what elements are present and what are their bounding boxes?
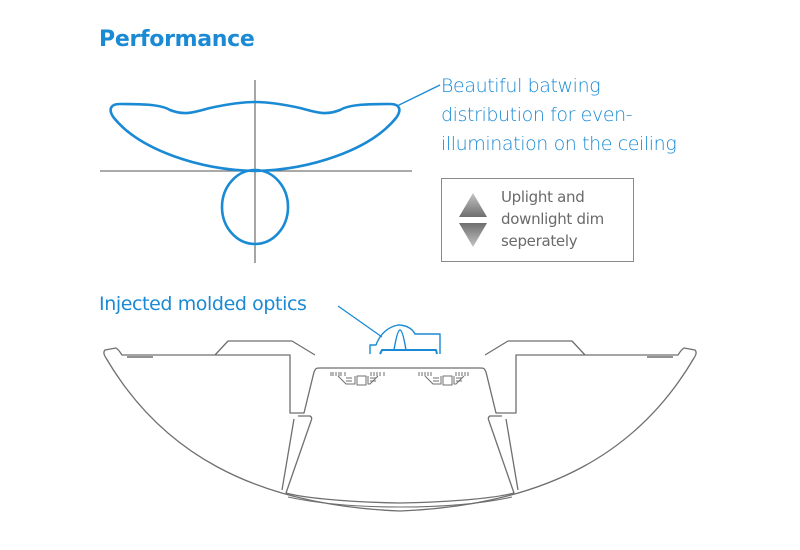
- downlight-distribution-curve: [220, 168, 290, 246]
- batwing-leader-line: [396, 84, 441, 107]
- injected-optic: [369, 324, 441, 355]
- dimming-legend: Uplight and downlight dim seperately: [441, 178, 634, 262]
- batwing-callout: Beautiful batwing distribution for even-…: [441, 72, 741, 159]
- led-module-left: [330, 372, 385, 386]
- diffuser-frame-right: [399, 415, 519, 504]
- optics-leader-line: [337, 305, 383, 338]
- led-module-right: [418, 372, 469, 386]
- diffuser-frame-left: [281, 415, 401, 504]
- fixture-cross-section: [103, 340, 697, 512]
- diffuser-inner-lens: [287, 496, 513, 508]
- legend-text: Uplight and downlight dim seperately: [501, 186, 604, 252]
- page-title: Performance: [99, 27, 255, 52]
- legend-line: Uplight and: [501, 188, 585, 206]
- callout-line: illumination on the ceiling: [441, 133, 677, 155]
- legend-line: seperately: [501, 232, 578, 250]
- housing-outline: [103, 347, 697, 512]
- optics-callout: Injected molded optics: [99, 293, 307, 315]
- legend-line: downlight dim: [501, 210, 604, 228]
- up-down-triangles-icon: [459, 193, 487, 247]
- callout-line: Beautiful batwing: [441, 75, 601, 97]
- uplight-batwing-curve: [109, 100, 401, 173]
- housing-top-ridge: [214, 340, 586, 356]
- callout-line: distribution for even-: [441, 104, 633, 126]
